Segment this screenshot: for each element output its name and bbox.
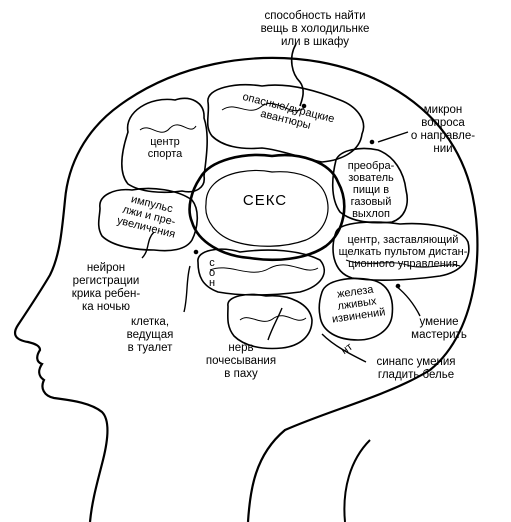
lobe-bottom-outline xyxy=(226,293,313,350)
fold-line xyxy=(139,124,197,133)
lobe-lies-outline xyxy=(97,187,199,252)
callout-arrow xyxy=(267,307,283,341)
lobe-sex-inner xyxy=(205,169,329,247)
head-outline xyxy=(14,56,479,522)
dot-marker xyxy=(193,249,199,255)
callout-arrow xyxy=(395,285,421,317)
lobe-sport-outline xyxy=(121,97,208,194)
callout-arrow xyxy=(377,131,409,143)
sex-center-label: СЕКС xyxy=(242,192,288,209)
lobe-excuses-outline xyxy=(318,277,394,341)
fold-line xyxy=(221,103,305,111)
callout-arrow xyxy=(290,43,304,107)
lobe-sex-outline xyxy=(188,153,346,262)
dot-marker xyxy=(301,103,307,109)
callout-arrow xyxy=(141,231,155,259)
lobe-food-outline xyxy=(331,147,408,224)
lobe-adventures-outline xyxy=(206,83,365,163)
dot-marker xyxy=(369,139,375,145)
fold-line xyxy=(345,259,461,268)
dot-marker xyxy=(395,283,401,289)
lobe-sleep-outline xyxy=(197,248,325,296)
callout-arrow xyxy=(183,265,191,313)
fold-line xyxy=(209,264,319,273)
callout-arrow xyxy=(321,333,367,363)
fold-line xyxy=(239,315,307,322)
neck-line xyxy=(343,439,371,522)
